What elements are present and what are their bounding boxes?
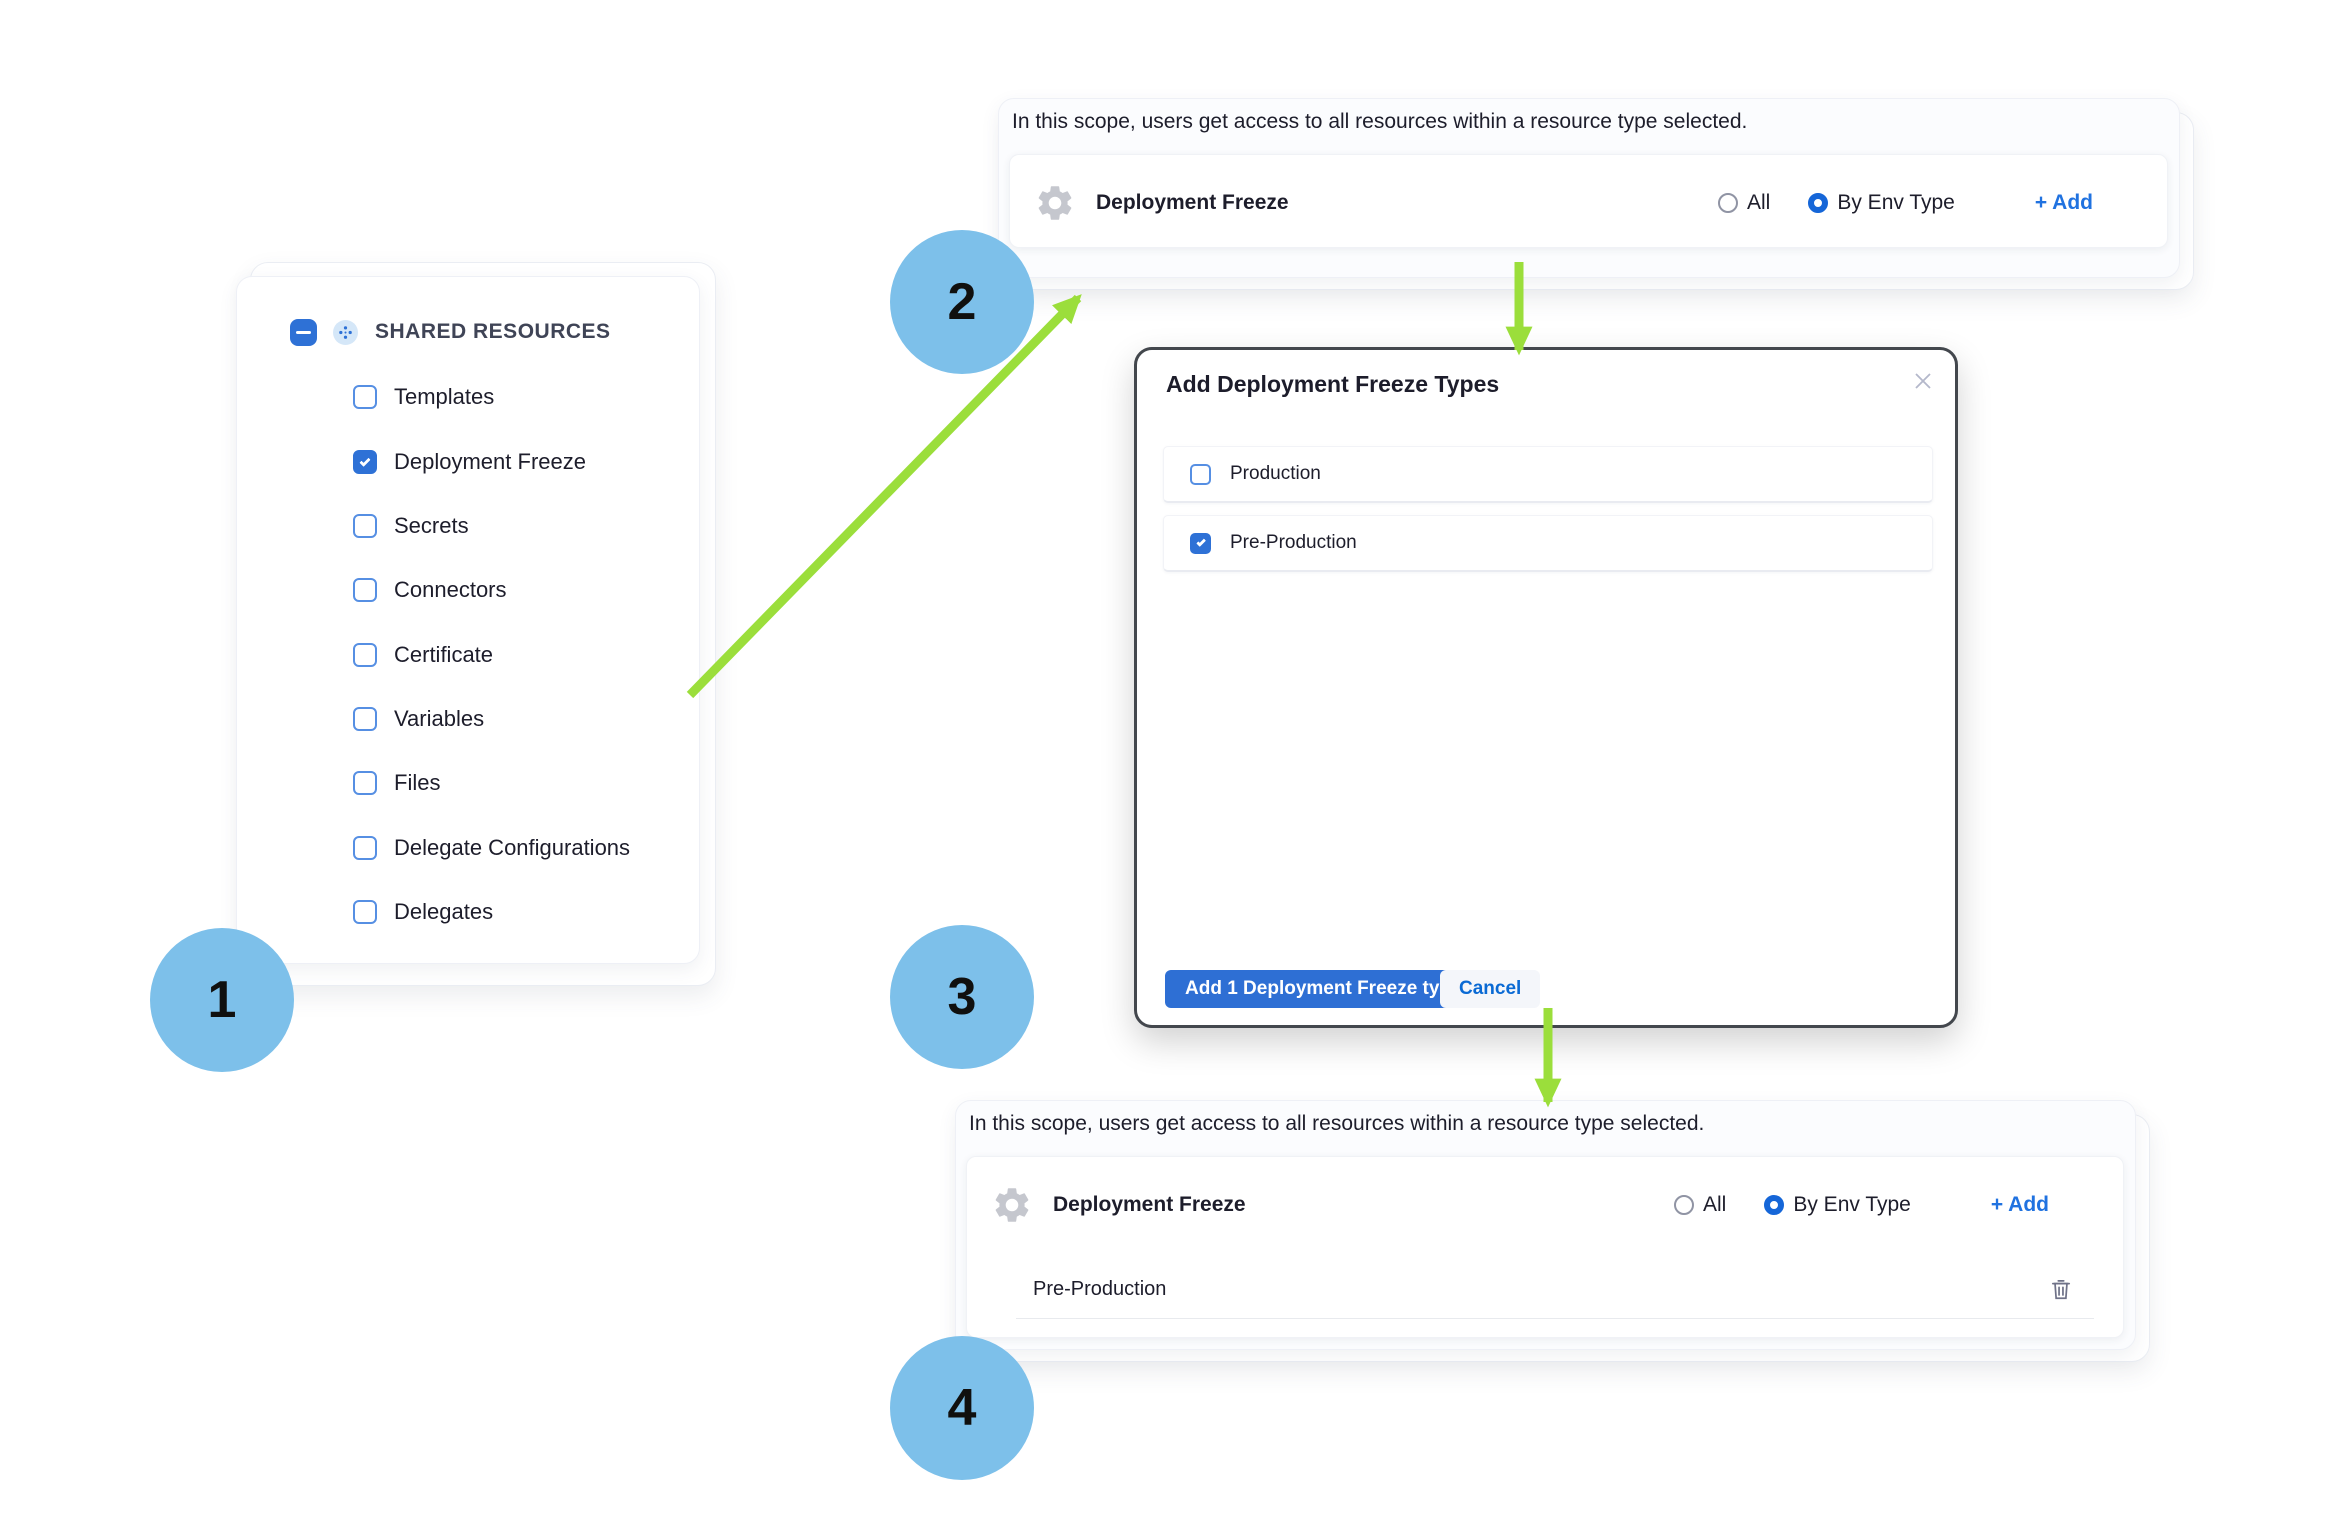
checkbox-variables[interactable] xyxy=(353,707,377,731)
checkbox-files[interactable] xyxy=(353,771,377,795)
checkbox-delegate-configurations[interactable] xyxy=(353,836,377,860)
tree-item-files[interactable]: Files xyxy=(353,767,440,799)
env-type-entry-row: Pre-Production xyxy=(967,1253,2123,1325)
modal-row-label: Pre-Production xyxy=(1230,532,1357,553)
step-badge-4: 4 xyxy=(890,1336,1034,1480)
tree-item-label: Connectors xyxy=(394,577,507,602)
radio-option-all[interactable]: All xyxy=(1674,1193,1726,1217)
resource-name: Deployment Freeze xyxy=(1096,191,1289,214)
collapse-minus-icon[interactable] xyxy=(290,318,317,346)
scope-radio-group: All By Env Type + Add xyxy=(1674,1193,2123,1217)
tree-item-label: Templates xyxy=(394,384,495,409)
tree-item-label: Certificate xyxy=(394,642,494,667)
cancel-button[interactable]: Cancel xyxy=(1440,970,1541,1008)
checkbox-delegates[interactable] xyxy=(353,900,377,924)
tree-item-delegates[interactable]: Delegates xyxy=(353,896,493,928)
close-icon[interactable] xyxy=(1911,369,1935,393)
checkbox-connectors[interactable] xyxy=(353,578,377,602)
tree-item-label: Variables xyxy=(394,706,485,731)
flow-arrow-1-to-2 xyxy=(686,294,1082,699)
modal-row-label: Production xyxy=(1230,463,1321,484)
tree-item-secrets[interactable]: Secrets xyxy=(353,510,469,542)
tree-item-label: Delegates xyxy=(394,899,494,924)
tree-item-templates[interactable]: Templates xyxy=(353,381,494,413)
env-type-entry-label: Pre-Production xyxy=(1033,1277,1167,1300)
radio-all-icon[interactable] xyxy=(1718,193,1738,213)
tree-item-label: Delegate Configurations xyxy=(394,835,631,860)
modal-title: Add Deployment Freeze Types xyxy=(1166,371,1500,397)
scope-description: In this scope, users get access to all r… xyxy=(1012,110,1748,133)
tree-item-deployment-freeze[interactable]: Deployment Freeze xyxy=(353,446,586,478)
add-button[interactable]: + Add xyxy=(2034,191,2093,214)
checkbox-production[interactable] xyxy=(1190,463,1211,485)
tree-item-connectors[interactable]: Connectors xyxy=(353,574,507,606)
tree-item-label: Files xyxy=(394,770,441,795)
resource-type-card: Deployment Freeze All By Env Type + Add xyxy=(1009,154,2168,248)
step-badge-3: 3 xyxy=(890,925,1034,1069)
add-deployment-freeze-types-modal: Add Deployment Freeze Types Production P… xyxy=(1134,347,1958,1028)
tree-item-delegate-configurations[interactable]: Delegate Configurations xyxy=(353,832,630,864)
shared-resources-title: SHARED RESOURCES xyxy=(375,320,611,343)
checkbox-templates[interactable] xyxy=(353,385,377,409)
checkbox-pre-production[interactable] xyxy=(1190,532,1211,554)
resource-type-row: Deployment Freeze All By Env Type + Add xyxy=(1010,155,2167,251)
resource-type-row: Deployment Freeze All By Env Type + Add xyxy=(967,1157,2123,1253)
add-button[interactable]: + Add xyxy=(1990,1193,2049,1216)
step-badge-1: 1 xyxy=(150,928,294,1072)
resource-type-card: Deployment Freeze All By Env Type + Add … xyxy=(966,1156,2124,1338)
radio-by-env-type-icon[interactable] xyxy=(1764,1195,1785,1215)
shared-resources-panel xyxy=(236,276,700,964)
gear-icon xyxy=(995,1188,1029,1222)
resource-name: Deployment Freeze xyxy=(1053,1193,1246,1216)
tree-item-label: Secrets xyxy=(394,513,469,538)
modal-row-production[interactable]: Production xyxy=(1163,446,1933,503)
trash-icon[interactable] xyxy=(2048,1276,2074,1302)
tree-item-label: Deployment Freeze xyxy=(394,449,586,474)
radio-option-all[interactable]: All xyxy=(1718,191,1770,215)
radio-option-by-env-type[interactable]: By Env Type xyxy=(1764,1193,1911,1217)
radio-label: All xyxy=(1747,191,1771,214)
checkbox-deployment-freeze[interactable] xyxy=(353,450,377,474)
shared-resources-icon xyxy=(333,319,358,345)
scope-radio-group: All By Env Type + Add xyxy=(1718,191,2167,215)
shared-resources-header: SHARED RESOURCES xyxy=(290,316,611,348)
scope-description: In this scope, users get access to all r… xyxy=(969,1112,1705,1135)
checkmark-icon xyxy=(1195,537,1206,548)
modal-row-pre-production[interactable]: Pre-Production xyxy=(1163,515,1933,572)
tree-item-variables[interactable]: Variables xyxy=(353,703,484,735)
add-deployment-freeze-type-button[interactable]: Add 1 Deployment Freeze type xyxy=(1165,970,1482,1008)
radio-by-env-type-icon[interactable] xyxy=(1808,193,1829,213)
radio-label: By Env Type xyxy=(1793,1193,1911,1216)
radio-label: All xyxy=(1703,1193,1727,1216)
radio-label: By Env Type xyxy=(1837,191,1955,214)
checkmark-icon xyxy=(359,455,371,467)
checkbox-secrets[interactable] xyxy=(353,514,377,538)
step-badge-2: 2 xyxy=(890,230,1034,374)
radio-option-by-env-type[interactable]: By Env Type xyxy=(1808,191,1955,215)
gear-icon xyxy=(1038,186,1072,220)
checkbox-certificate[interactable] xyxy=(353,643,377,667)
tree-item-certificate[interactable]: Certificate xyxy=(353,639,493,671)
radio-all-icon[interactable] xyxy=(1674,1195,1694,1215)
entry-divider xyxy=(1016,1318,2094,1319)
